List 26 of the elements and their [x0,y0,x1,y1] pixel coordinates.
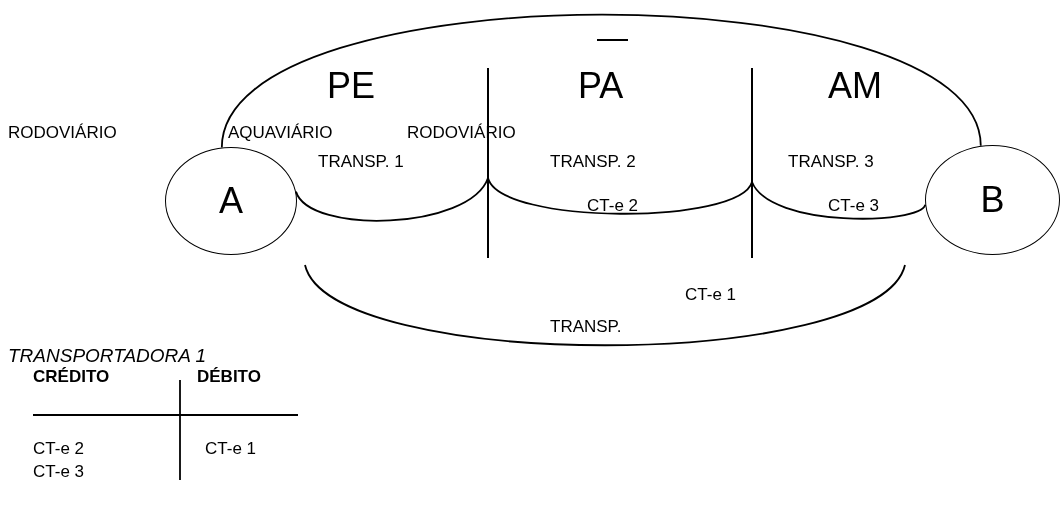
node-label: A [219,183,243,219]
table-entry: CT-e 2 [33,440,85,457]
document-label: CT-e 3 [828,197,880,214]
divider-line [487,68,489,258]
account-title: TRANSPORTADORA 1 [8,346,207,365]
carrier-label: TRANSP. 2 [550,153,636,170]
column-header: DÉBITO [197,368,261,385]
region-label: PA [578,68,624,104]
region-label: AM [828,68,882,104]
column-header: CRÉDITO [33,368,110,385]
carrier-label: TRANSP. 3 [788,153,874,170]
route-arc [295,177,489,222]
carrier-label: TRANSP. 1 [318,153,404,170]
route-arc [487,177,753,215]
table-entry: CT-e 3 [33,463,85,480]
route-arc [751,181,927,220]
carrier-label: TRANSP. [550,318,622,335]
document-label: CT-e 2 [587,197,639,214]
divider-line [751,68,753,258]
document-label: CT-e 1 [685,286,737,303]
connector-arc [220,13,982,149]
mode-label: AQUAVIÁRIO [228,124,333,141]
table-entry: CT-e 1 [205,440,257,457]
mode-label: RODOVIÁRIO [8,124,117,141]
region-label: PE [327,68,376,104]
node-label: B [980,182,1005,218]
